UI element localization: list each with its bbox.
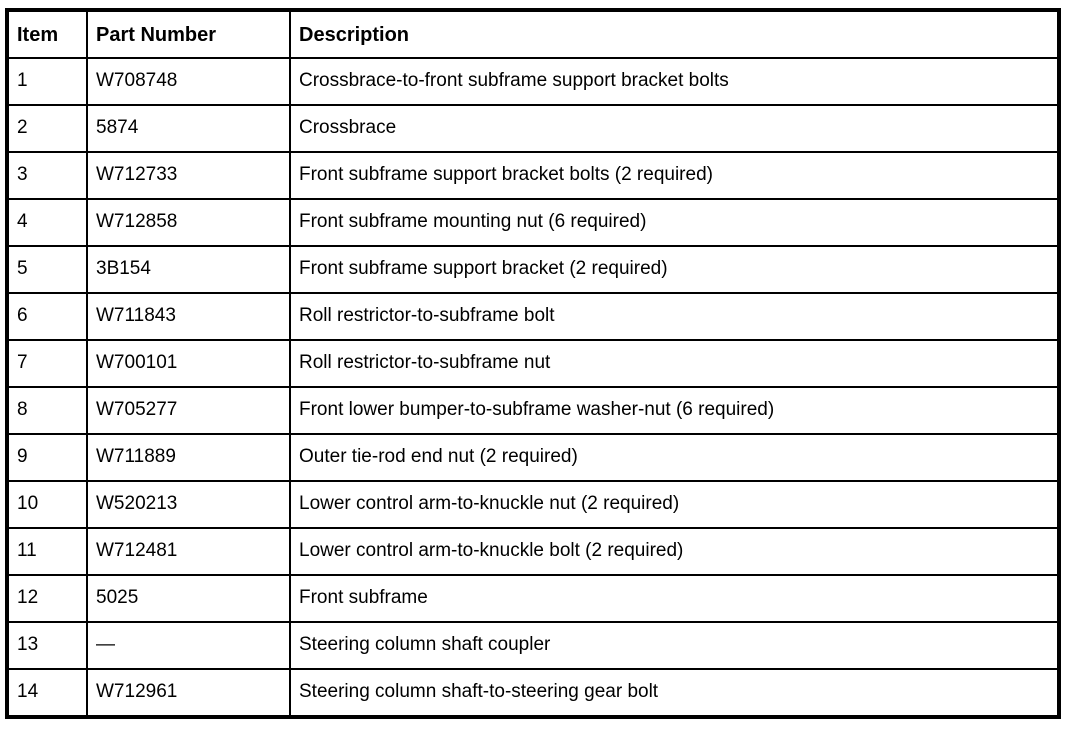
cell-part-number: W705277 — [86, 386, 291, 435]
cell-part-number: 3B154 — [86, 245, 291, 294]
cell-part-number: — — [86, 621, 291, 670]
cell-item: 8 — [6, 386, 88, 435]
cell-description: Roll restrictor-to-subframe nut — [289, 339, 1060, 388]
table-row: 12 5025 Front subframe — [6, 574, 1060, 623]
cell-item: 12 — [6, 574, 88, 623]
cell-part-number: W711843 — [86, 292, 291, 341]
cell-description: Outer tie-rod end nut (2 required) — [289, 433, 1060, 482]
table-row: 14 W712961 Steering column shaft-to-stee… — [6, 668, 1060, 718]
cell-part-number: W712481 — [86, 527, 291, 576]
cell-description: Front subframe mounting nut (6 required) — [289, 198, 1060, 247]
cell-item: 4 — [6, 198, 88, 247]
cell-part-number: W520213 — [86, 480, 291, 529]
table-row: 7 W700101 Roll restrictor-to-subframe nu… — [6, 339, 1060, 388]
column-header-item: Item — [6, 9, 88, 59]
cell-description: Steering column shaft-to-steering gear b… — [289, 668, 1060, 718]
cell-description: Crossbrace — [289, 104, 1060, 153]
cell-item: 9 — [6, 433, 88, 482]
table-row: 11 W712481 Lower control arm-to-knuckle … — [6, 527, 1060, 576]
cell-part-number: W712858 — [86, 198, 291, 247]
cell-description: Front lower bumper-to-subframe washer-nu… — [289, 386, 1060, 435]
table-row: 1 W708748 Crossbrace-to-front subframe s… — [6, 57, 1060, 106]
table-row: 4 W712858 Front subframe mounting nut (6… — [6, 198, 1060, 247]
cell-description: Front subframe support bracket (2 requir… — [289, 245, 1060, 294]
table-header-row: Item Part Number Description — [6, 9, 1060, 59]
cell-item: 14 — [6, 668, 88, 718]
table-row: 10 W520213 Lower control arm-to-knuckle … — [6, 480, 1060, 529]
cell-item: 3 — [6, 151, 88, 200]
cell-description: Front subframe — [289, 574, 1060, 623]
table-row: 8 W705277 Front lower bumper-to-subframe… — [6, 386, 1060, 435]
cell-description: Lower control arm-to-knuckle nut (2 requ… — [289, 480, 1060, 529]
cell-description: Roll restrictor-to-subframe bolt — [289, 292, 1060, 341]
cell-part-number: 5025 — [86, 574, 291, 623]
parts-table: Item Part Number Description 1 W708748 C… — [5, 8, 1061, 719]
cell-description: Crossbrace-to-front subframe support bra… — [289, 57, 1060, 106]
cell-item: 1 — [6, 57, 88, 106]
cell-item: 10 — [6, 480, 88, 529]
table-row: 2 5874 Crossbrace — [6, 104, 1060, 153]
cell-part-number: 5874 — [86, 104, 291, 153]
cell-part-number: W711889 — [86, 433, 291, 482]
cell-item: 7 — [6, 339, 88, 388]
cell-part-number: W712961 — [86, 668, 291, 718]
cell-item: 5 — [6, 245, 88, 294]
column-header-part-number: Part Number — [86, 9, 291, 59]
table-row: 9 W711889 Outer tie-rod end nut (2 requi… — [6, 433, 1060, 482]
cell-part-number: W700101 — [86, 339, 291, 388]
column-header-description: Description — [289, 9, 1060, 59]
table-row: 5 3B154 Front subframe support bracket (… — [6, 245, 1060, 294]
cell-item: 13 — [6, 621, 88, 670]
cell-item: 6 — [6, 292, 88, 341]
cell-part-number: W712733 — [86, 151, 291, 200]
cell-description: Steering column shaft coupler — [289, 621, 1060, 670]
cell-item: 11 — [6, 527, 88, 576]
cell-part-number: W708748 — [86, 57, 291, 106]
cell-description: Front subframe support bracket bolts (2 … — [289, 151, 1060, 200]
cell-description: Lower control arm-to-knuckle bolt (2 req… — [289, 527, 1060, 576]
table-row: 3 W712733 Front subframe support bracket… — [6, 151, 1060, 200]
table-row: 13 — Steering column shaft coupler — [6, 621, 1060, 670]
table-row: 6 W711843 Roll restrictor-to-subframe bo… — [6, 292, 1060, 341]
cell-item: 2 — [6, 104, 88, 153]
